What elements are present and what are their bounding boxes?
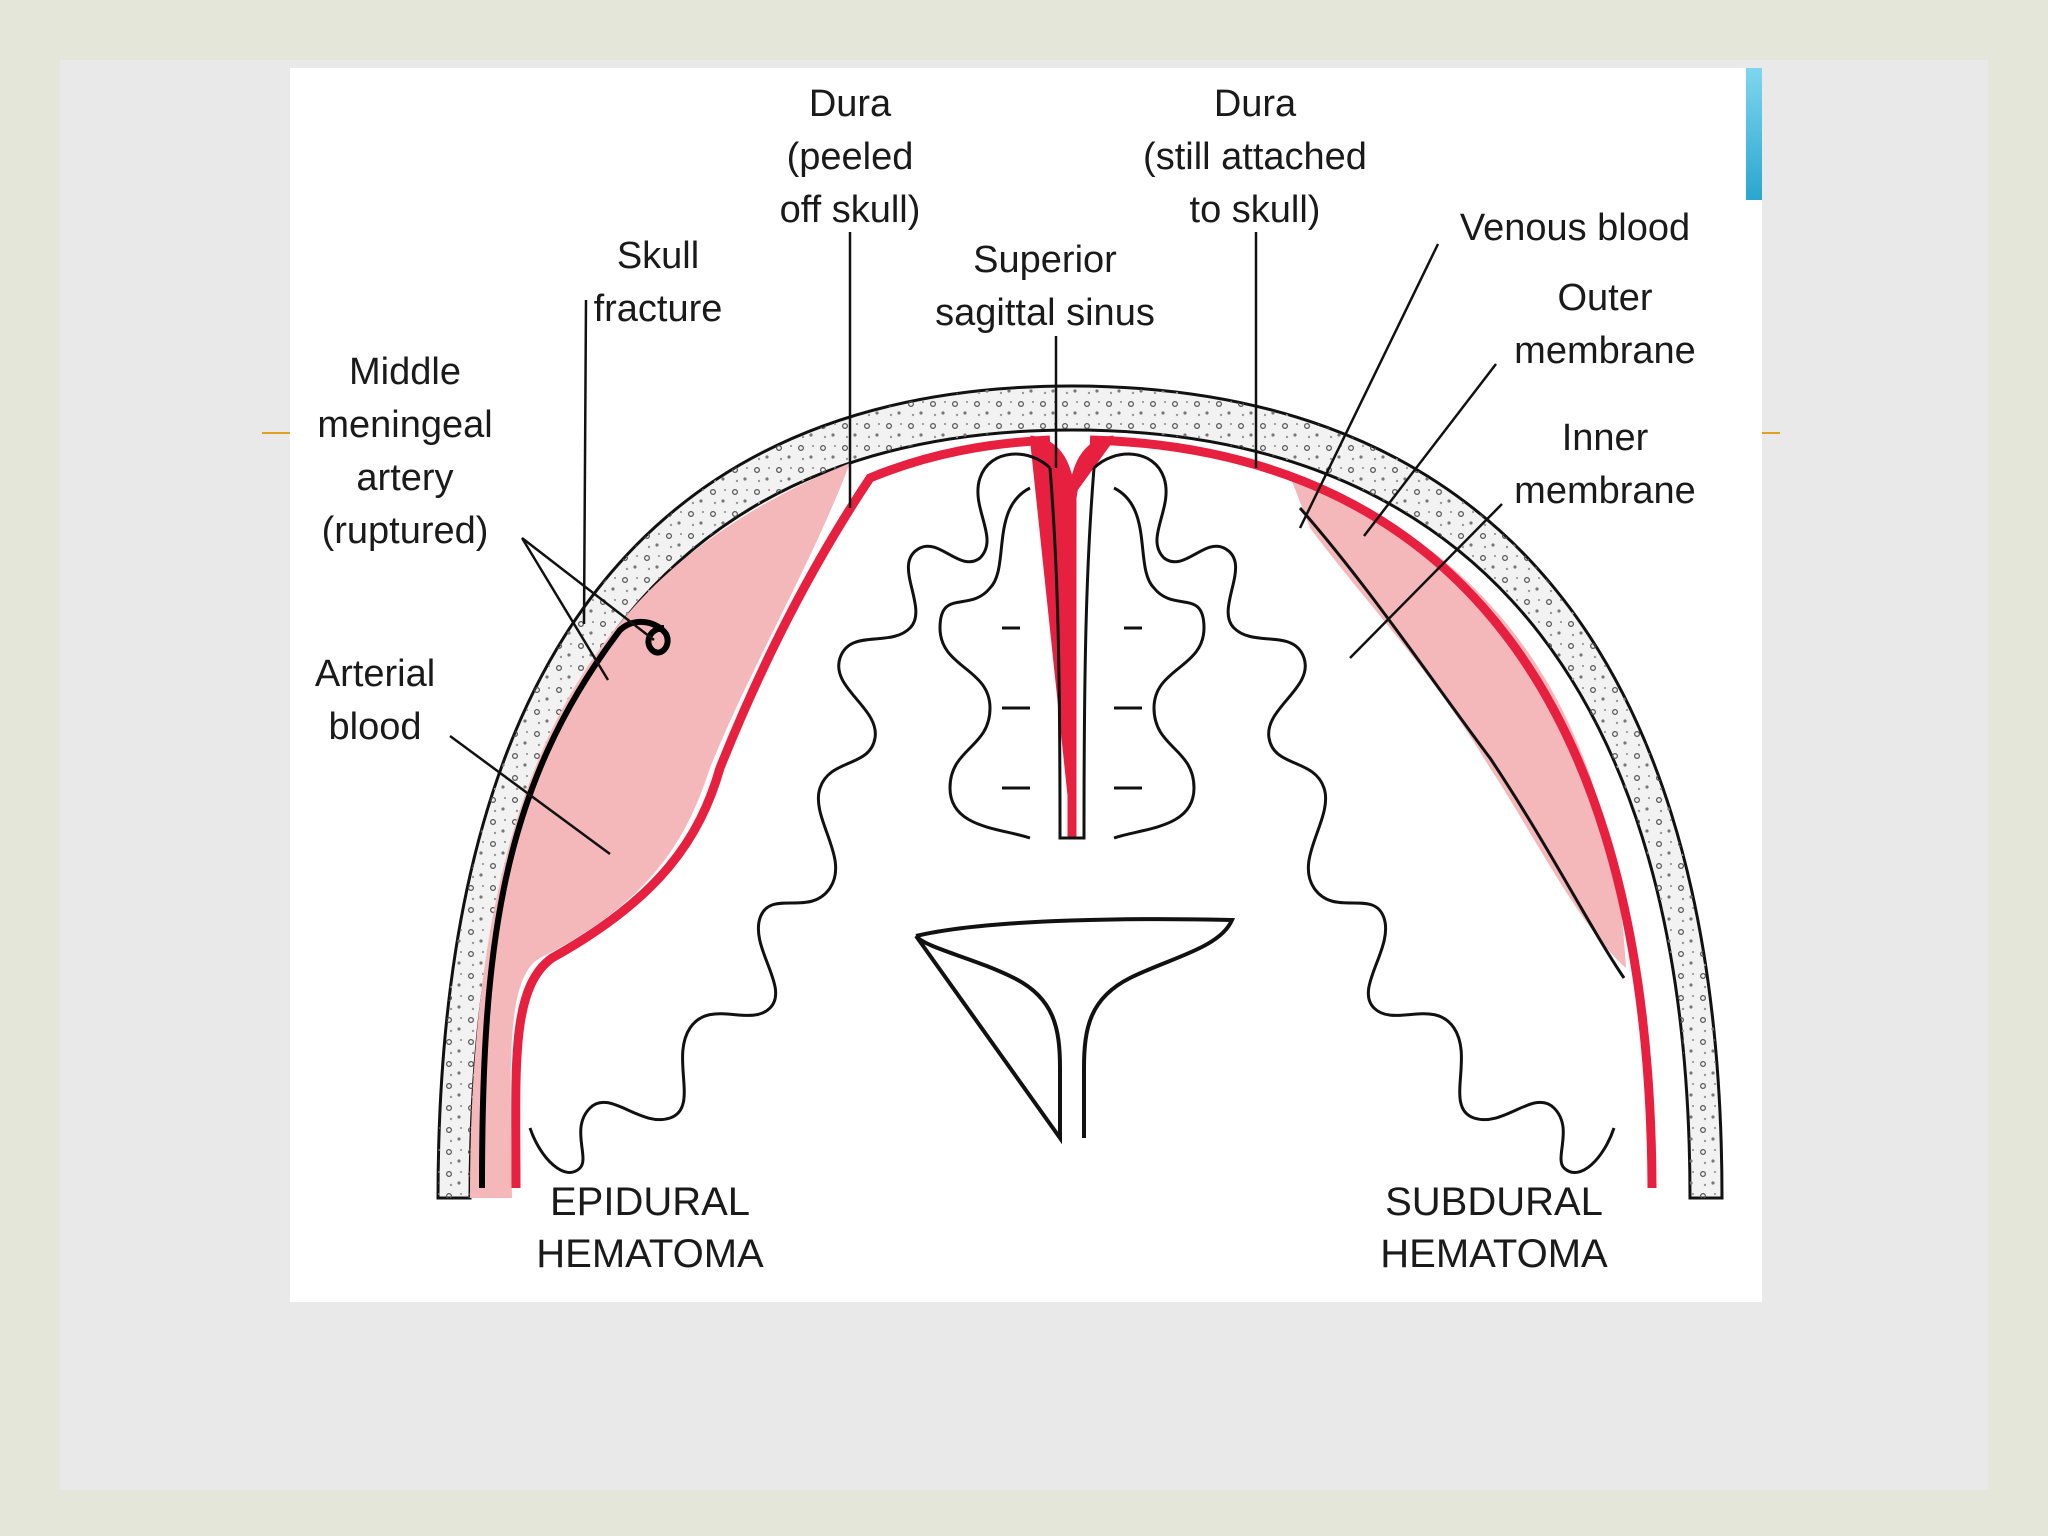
ventricle-shape	[914, 917, 1236, 1145]
label-epidural-hematoma: EPIDURAL HEMATOMA	[536, 1180, 764, 1276]
right-gyrus-folds	[1113, 486, 1206, 840]
left-hemisphere-outline	[528, 452, 1052, 1174]
hematoma-diagram: Dura (peeled off skull) Dura (still atta…	[290, 68, 1762, 1302]
falx-outline	[1048, 467, 1096, 840]
left-gyrus-folds	[938, 486, 1031, 840]
dura-peeled-left	[511, 435, 1051, 1189]
leader-lines	[449, 232, 1503, 856]
label-dura-peeled: Dura (peeled off skull)	[779, 83, 921, 231]
label-dura-attached: Dura (still attached to skull)	[1143, 83, 1367, 231]
label-subdural-hematoma: SUBDURAL HEMATOMA	[1380, 1180, 1608, 1276]
label-skull-fracture: Skull fracture	[593, 235, 723, 330]
epidural-hematoma	[470, 463, 850, 1198]
right-hemisphere-outline	[1092, 452, 1616, 1174]
label-middle-meningeal-artery: Middle meningeal artery (ruptured)	[317, 351, 493, 552]
label-inner-membrane: Inner membrane	[1514, 417, 1696, 512]
dura-attached-right	[1089, 435, 1657, 1189]
label-superior-sagittal-sinus: Superior sagittal sinus	[935, 239, 1155, 334]
blue-edge-strip	[1746, 68, 1762, 200]
decorative-rule-left	[262, 432, 292, 434]
label-venous-blood: Venous blood	[1459, 207, 1691, 249]
inner-membrane-line	[1298, 507, 1626, 979]
label-outer-membrane: Outer membrane	[1514, 277, 1696, 372]
label-arterial-blood: Arterial blood	[314, 653, 436, 748]
superior-sagittal-sinus	[1029, 435, 1115, 838]
middle-meningeal-artery	[479, 618, 671, 1189]
decorative-rule-right	[1756, 432, 1780, 434]
diagram-artwork	[436, 232, 1724, 1200]
